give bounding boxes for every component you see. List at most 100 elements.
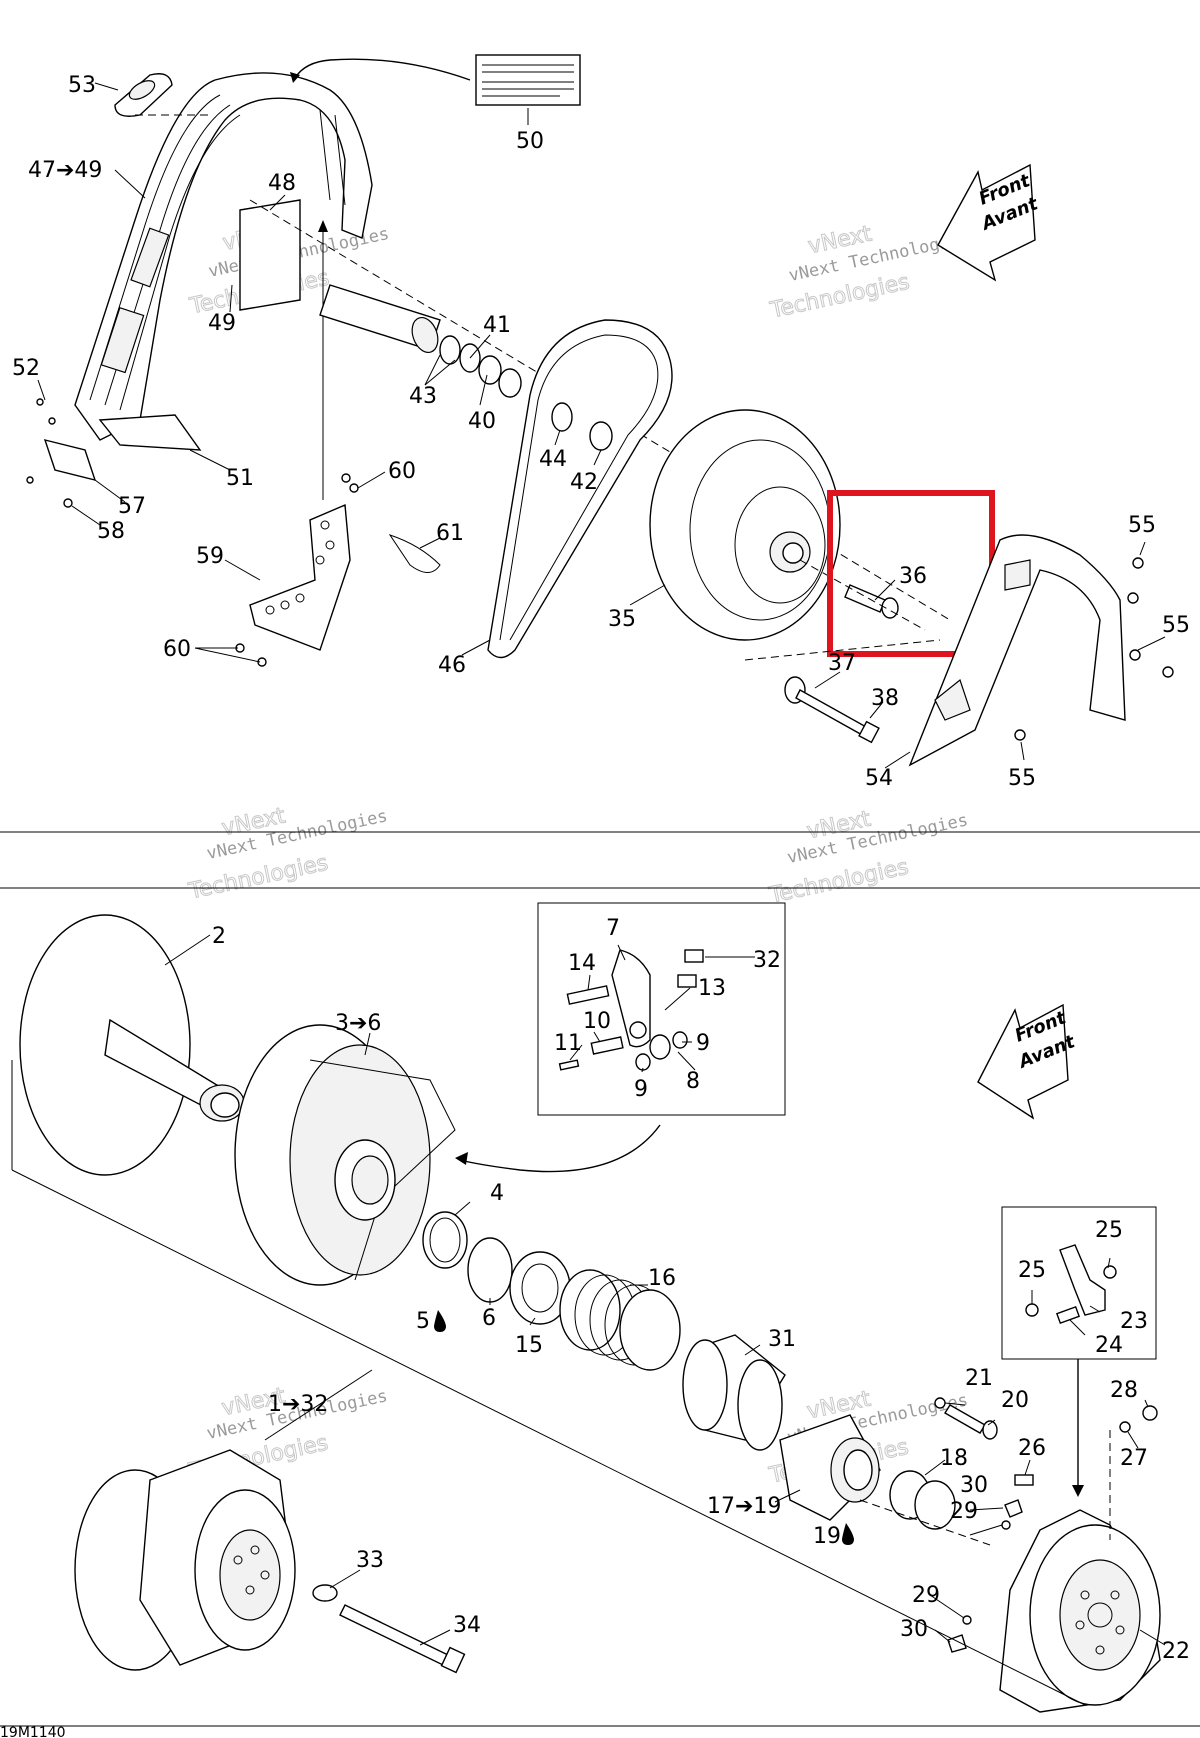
screw-part-55 [1162, 666, 1174, 678]
bracket-part-59 [249, 503, 351, 651]
label-28: 28 [1110, 1378, 1138, 1403]
label-36: 36 [899, 564, 927, 589]
label-48: 48 [268, 171, 296, 196]
label-16: 16 [648, 1266, 676, 1291]
label-43: 43 [409, 384, 437, 409]
label-1-32: 1➔32 [268, 1392, 328, 1417]
label-52: 52 [12, 356, 40, 381]
label-13: 13 [698, 976, 726, 1001]
screw-part-52 [48, 417, 56, 425]
label-8: 8 [686, 1069, 700, 1094]
arrowhead [318, 220, 328, 232]
label-21: 21 [965, 1366, 993, 1391]
centerline [799, 559, 926, 631]
frame-line [11, 1169, 1086, 1706]
label-29b: 29 [912, 1583, 940, 1608]
label-44: 44 [539, 447, 567, 472]
screw-part-55 [1129, 649, 1141, 661]
screw-part-52 [36, 398, 44, 406]
latch-part-57 [43, 439, 97, 481]
retaining-ring-part-6 [467, 1237, 513, 1303]
label-54: 54 [865, 766, 893, 791]
oil-drop-icon [434, 1310, 446, 1332]
label-23: 23 [1120, 1309, 1148, 1334]
screw-part-28 [1142, 1405, 1158, 1421]
washer-inner [521, 1263, 559, 1313]
clip-part-29 [1001, 1520, 1011, 1530]
label-38: 38 [871, 686, 899, 711]
label-27: 27 [1120, 1446, 1148, 1471]
screw-head-20 [982, 1420, 998, 1440]
drive-pulley-assembly-1-32 [74, 1449, 296, 1671]
front-direction-arrow-top: Front Avant [937, 163, 1042, 282]
bolt-part-38 [795, 689, 869, 737]
oil-drop-icon [842, 1523, 854, 1545]
label-6: 6 [482, 1306, 496, 1331]
leader [294, 58, 471, 81]
spider-housing-part-3-6 [234, 1024, 456, 1286]
belt-guard [74, 72, 373, 451]
label-29a: 29 [950, 1499, 978, 1524]
callout-labels: 53 47➔49 48 49 50 52 51 57 58 59 60 60 6… [12, 73, 1190, 1664]
warning-decal-part-50 [475, 54, 581, 106]
label-14: 14 [568, 951, 596, 976]
shaft-assembly [319, 284, 522, 398]
label-20: 20 [1001, 1388, 1029, 1413]
pulley-part-35 [649, 409, 841, 641]
label-60b: 60 [163, 637, 191, 662]
bolt-part-36 [844, 584, 899, 619]
ring-part-42 [589, 421, 613, 451]
front-direction-arrow-bottom: Front Avant [977, 1003, 1079, 1120]
label-59: 59 [196, 544, 224, 569]
washer-part-33 [312, 1584, 338, 1602]
label-53: 53 [68, 73, 96, 98]
label-60a: 60 [388, 459, 416, 484]
label-7: 7 [606, 916, 620, 941]
centerline [744, 639, 941, 661]
clip-part-29 [962, 1615, 972, 1625]
rivet-part-58 [63, 498, 73, 508]
leader [459, 1124, 661, 1173]
centerline [859, 1499, 991, 1546]
label-55a: 55 [1128, 513, 1156, 538]
label-37: 37 [828, 651, 856, 676]
label-25b: 25 [1018, 1258, 1046, 1283]
label-5: 5 [416, 1309, 430, 1334]
label-26: 26 [1018, 1436, 1046, 1461]
label-50: 50 [516, 129, 544, 154]
label-61: 61 [436, 521, 464, 546]
label-58: 58 [97, 519, 125, 544]
label-41: 41 [483, 313, 511, 338]
ring-part-44 [551, 402, 573, 432]
bushing-part-18-end [914, 1480, 956, 1530]
arrowhead [455, 1152, 468, 1165]
label-11: 11 [554, 1031, 582, 1056]
hub-part-17-19 [779, 1414, 881, 1521]
label-9b: 9 [634, 1077, 648, 1102]
label-51: 51 [226, 466, 254, 491]
arrowhead [1072, 1485, 1084, 1497]
label-33: 33 [356, 1548, 384, 1573]
label-47-49: 47➔49 [28, 158, 102, 183]
label-42: 42 [570, 470, 598, 495]
screw-part-26 [1014, 1474, 1034, 1486]
label-18: 18 [940, 1446, 968, 1471]
screw-part-52 [26, 476, 34, 484]
label-19: 19 [813, 1524, 841, 1549]
label-40: 40 [468, 409, 496, 434]
figure-code: 19M1140 [0, 1725, 66, 1738]
roller-arm-inset [537, 902, 786, 1116]
label-55c: 55 [1008, 766, 1036, 791]
label-10: 10 [583, 1009, 611, 1034]
washer-part-27 [1119, 1421, 1131, 1433]
screw-part-55 [1127, 592, 1139, 604]
label-30a: 30 [960, 1473, 988, 1498]
sleeve-part-31 [682, 1334, 786, 1451]
ramp-inset [1001, 1206, 1157, 1360]
sheave-part-2 [19, 914, 245, 1176]
pin-part-30 [1004, 1499, 1023, 1518]
screw-part-20 [944, 1404, 986, 1434]
label-34: 34 [453, 1613, 481, 1638]
nut-part-21 [934, 1397, 946, 1409]
